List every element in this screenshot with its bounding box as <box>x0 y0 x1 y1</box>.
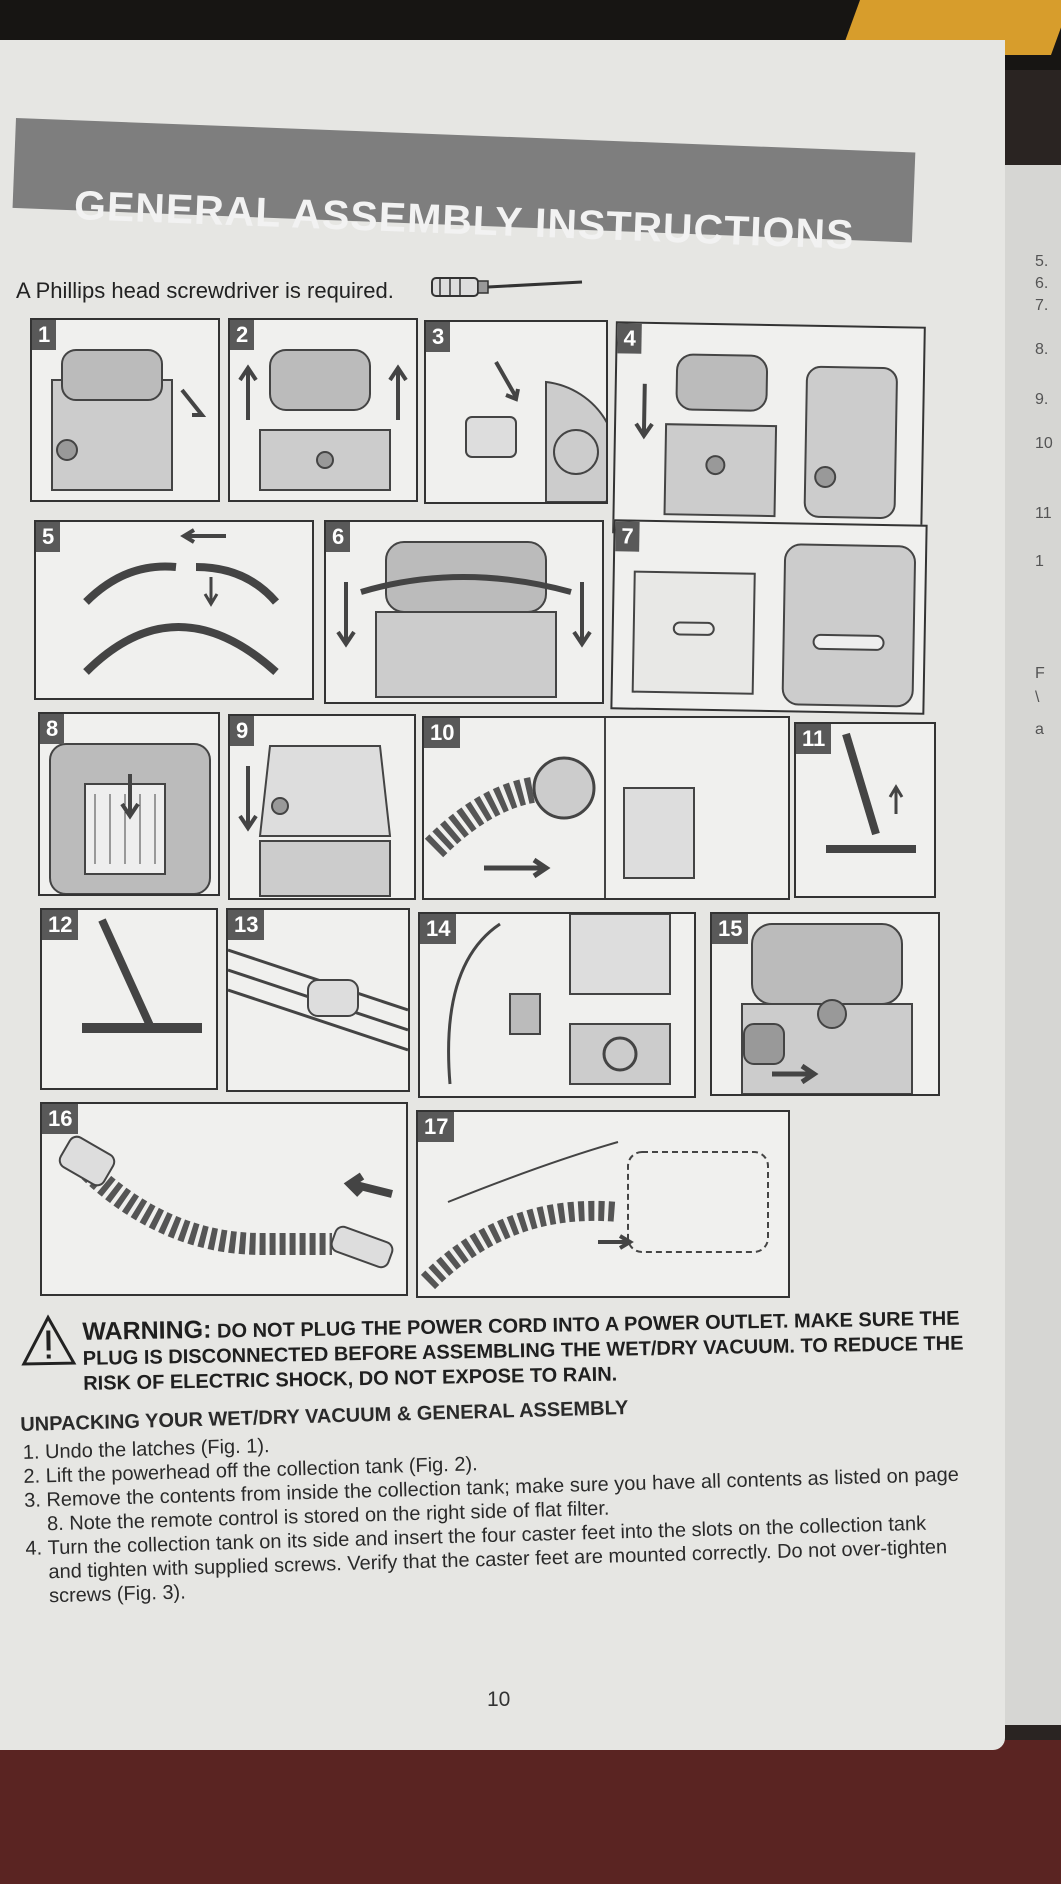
figure-panel-16: 16 <box>40 1102 408 1296</box>
figure-panel-5: 5 <box>34 520 314 700</box>
adjacent-line: 5. <box>1035 253 1049 270</box>
adjacent-line: \ <box>1035 689 1040 706</box>
figure-number: 13 <box>228 910 265 940</box>
warning-block: WARNING: DO NOT PLUG THE POWER CORD INTO… <box>20 1298 970 1395</box>
figure-panel-6: 6 <box>324 520 604 704</box>
figure-number: 14 <box>420 914 457 944</box>
warning-text: WARNING: DO NOT PLUG THE POWER CORD INTO… <box>82 1304 973 1397</box>
adjacent-line: 7. <box>1035 297 1049 314</box>
figure-panel-11: 11 <box>794 722 936 898</box>
adjacent-line: a <box>1035 721 1044 738</box>
adjacent-line: 10 <box>1035 435 1053 452</box>
figure-number: 10 <box>424 718 461 748</box>
adjacent-line: F <box>1035 665 1045 682</box>
figure-panel-8: 8 <box>38 712 220 896</box>
figure-panel-14: 14 <box>418 912 696 1098</box>
figure-panel-3: 3 <box>424 320 608 504</box>
figure-number: 16 <box>42 1104 79 1134</box>
figure-panel-2: 2 <box>228 318 418 502</box>
adjacent-line: 9. <box>1035 391 1049 408</box>
background-bottom <box>0 1740 1061 1884</box>
warning-body: DO NOT PLUG THE POWER CORD INTO A POWER … <box>82 1307 964 1395</box>
figure-number: 5 <box>36 522 61 552</box>
screwdriver-icon <box>431 277 583 297</box>
figure-number: 6 <box>326 522 351 552</box>
figure-number: 9 <box>230 716 255 746</box>
page-number: 10 <box>487 1688 511 1711</box>
steps-list: Undo the latches (Fig. 1). Lift the powe… <box>21 1415 965 1609</box>
adjacent-line: 8. <box>1035 341 1049 358</box>
figure-number: 11 <box>796 724 832 754</box>
figure-panel-7: 7 <box>610 519 928 715</box>
figure-panel-9: 9 <box>228 714 416 900</box>
figure-number: 1 <box>32 320 57 350</box>
figure-number: 2 <box>230 320 255 350</box>
figure-panel-12: 12 <box>40 908 218 1090</box>
figure-number: 3 <box>426 322 451 352</box>
figure-number: 12 <box>42 910 79 940</box>
instructions-section: UNPACKING YOUR WET/DRY VACUUM & GENERAL … <box>20 1388 965 1609</box>
figure-panel-15: 15 <box>710 912 940 1096</box>
adjacent-line: 6. <box>1035 275 1049 292</box>
figure-number: 4 <box>617 323 643 354</box>
figure-panel-13: 13 <box>226 908 410 1092</box>
warning-label: WARNING: <box>82 1315 212 1346</box>
figure-panel-10: 10 <box>422 716 790 900</box>
tool-requirement: A Phillips head screwdriver is required. <box>16 278 394 303</box>
figure-number: 17 <box>418 1112 455 1142</box>
figure-number: 15 <box>712 914 749 944</box>
warning-triangle-icon <box>21 1314 77 1366</box>
figure-number: 7 <box>615 521 640 552</box>
figure-panel-4: 4 <box>612 321 926 539</box>
figure-panel-1: 1 <box>30 318 220 502</box>
figure-number: 8 <box>40 714 65 744</box>
adjacent-line: 1 <box>1035 553 1044 570</box>
figure-panel-17: 17 <box>416 1110 790 1298</box>
adjacent-line: 11 <box>1035 505 1052 522</box>
